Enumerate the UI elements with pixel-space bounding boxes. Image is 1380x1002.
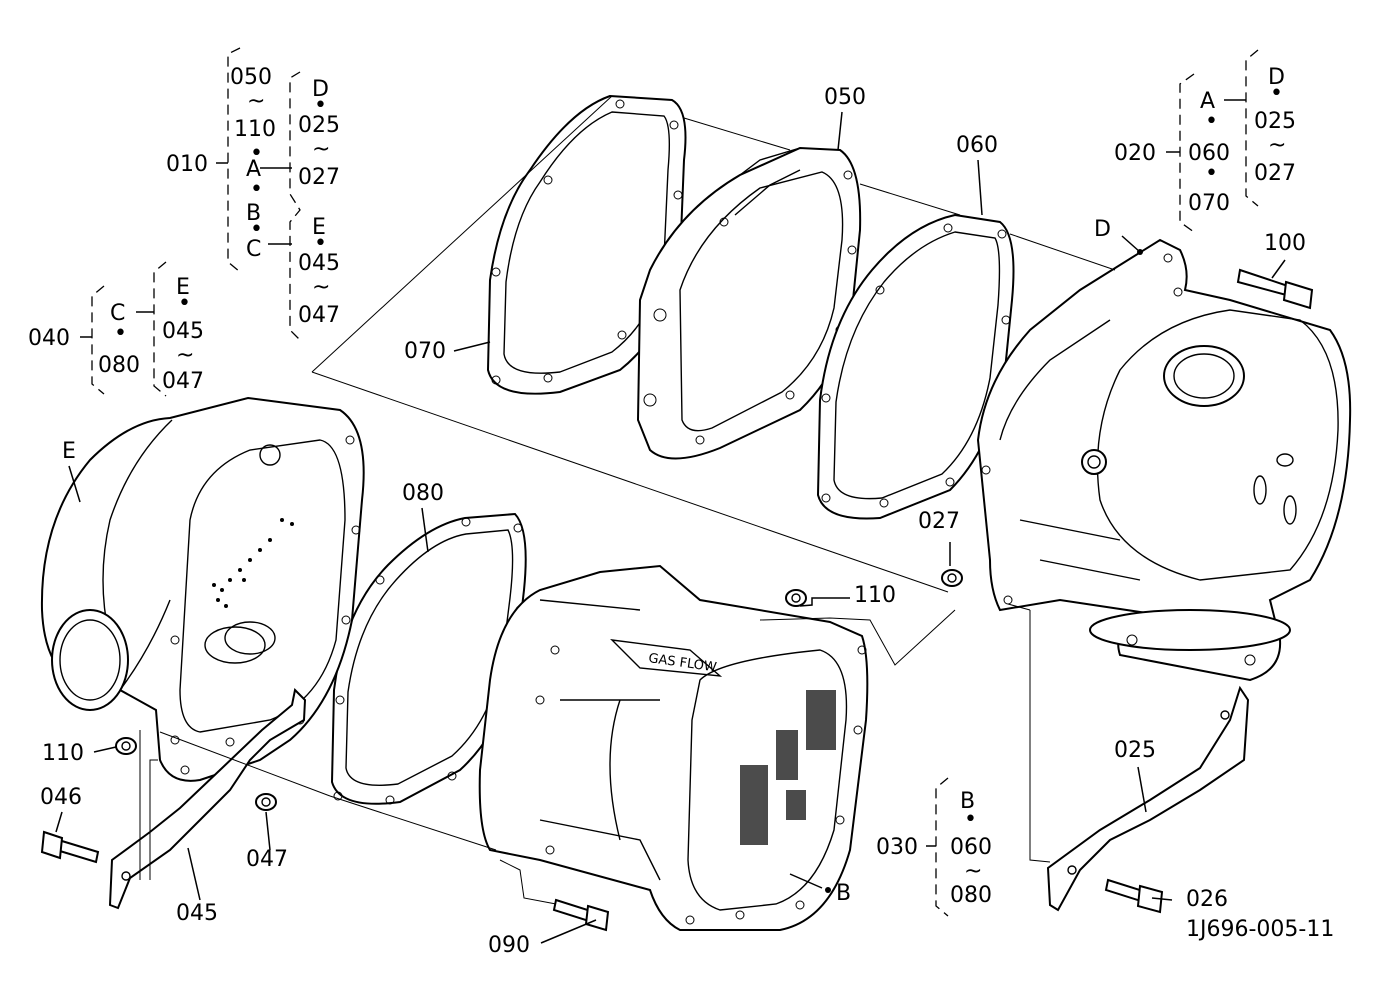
- callout-010-d-tilde: ~: [312, 137, 330, 162]
- callout-030-number: 030: [876, 835, 918, 860]
- callout-040-e-from: 045: [162, 319, 204, 344]
- callout-030-letter-b: B: [960, 789, 975, 814]
- callout-010-e-from: 045: [298, 251, 340, 276]
- callout-010-tilde: ~: [247, 89, 265, 114]
- nut-110-lower: [115, 737, 137, 755]
- callout-040-number: 040: [28, 326, 70, 351]
- callout-030-brackets: [926, 777, 949, 917]
- part-label-046: 046: [40, 785, 82, 810]
- callout-010-letter-c: C: [246, 237, 261, 262]
- callout-010-e-to: 047: [298, 303, 340, 328]
- callout-040-e-dot: •: [178, 291, 191, 316]
- callout-030-to: 080: [950, 883, 992, 908]
- bolt-100: [1236, 268, 1314, 310]
- nut-027: [941, 569, 963, 587]
- dpf-right-body-d: [976, 238, 1352, 682]
- callout-040-letter-c: C: [110, 301, 125, 326]
- callout-010-e-tilde: ~: [312, 275, 330, 300]
- callout-010-dot: •: [250, 141, 263, 166]
- callout-040-e-to: 047: [162, 369, 204, 394]
- gasket-070: [486, 94, 687, 395]
- part-label-080: 080: [402, 481, 444, 506]
- part-label-047: 047: [246, 847, 288, 872]
- flange-050: [636, 146, 862, 460]
- part-label-110-lower: 110: [42, 741, 84, 766]
- callout-040-e-tilde: ~: [176, 343, 194, 368]
- gasket-080: [330, 512, 527, 805]
- bracket-025: [1046, 685, 1250, 912]
- callout-020-item-1: 060: [1188, 141, 1230, 166]
- leader-lines: [55, 111, 1286, 944]
- part-label-060: 060: [956, 133, 998, 158]
- callout-020-letter-a: A: [1200, 89, 1215, 114]
- callout-020-d-letter: D: [1268, 65, 1285, 90]
- point-label-d: D: [1094, 217, 1111, 242]
- part-label-070: 070: [404, 339, 446, 364]
- nut-047: [255, 793, 277, 811]
- callout-040-brackets: [80, 261, 167, 397]
- callout-010-letter-b: B: [246, 201, 261, 226]
- callout-010-dot: •: [250, 177, 263, 202]
- point-label-e: E: [62, 439, 76, 464]
- callout-010-d-to: 027: [298, 165, 340, 190]
- part-label-025: 025: [1114, 738, 1156, 763]
- callout-010-number: 010: [166, 152, 208, 177]
- part-label-050: 050: [824, 85, 866, 110]
- callout-020-item-2: 070: [1188, 191, 1230, 216]
- callout-010-d-dot: •: [314, 93, 327, 118]
- callout-030-dot: •: [964, 807, 977, 832]
- drawing-code: 1J696-005-11: [1186, 917, 1334, 942]
- assembly-lines: [139, 95, 1116, 905]
- part-label-100: 100: [1264, 231, 1306, 256]
- callout-020-brackets: [1166, 49, 1259, 233]
- callout-010-e-dot: •: [314, 231, 327, 256]
- callout-010-dot: •: [250, 217, 263, 242]
- callout-010-e-letter: E: [312, 215, 326, 240]
- point-label-b: B: [836, 881, 851, 906]
- callout-010-letter-a: A: [246, 157, 261, 182]
- callout-020-dot: •: [1205, 109, 1218, 134]
- callout-010-d-letter: D: [312, 77, 329, 102]
- nut-110-upper: [785, 589, 807, 607]
- callout-010-range-top: 050: [230, 65, 272, 90]
- callout-010-brackets: [216, 47, 301, 341]
- callout-020-number: 020: [1114, 141, 1156, 166]
- callout-040-e-letter: E: [176, 275, 190, 300]
- part-label-110-upper: 110: [854, 583, 896, 608]
- callout-030-from: 060: [950, 835, 992, 860]
- bolt-046: [40, 830, 100, 864]
- callout-010-range-bottom: 110: [234, 117, 276, 142]
- callout-010-d-from: 025: [298, 113, 340, 138]
- housing-left-e: [40, 396, 365, 782]
- callout-020-d-to: 027: [1254, 161, 1296, 186]
- callout-020-d-tilde: ~: [1268, 133, 1286, 158]
- part-label-027: 027: [918, 509, 960, 534]
- part-label-045: 045: [176, 901, 218, 926]
- dpf-center-body: GAS FLOW: [478, 564, 869, 931]
- callout-020-d-dot: •: [1270, 81, 1283, 106]
- callout-020-dot: •: [1205, 161, 1218, 186]
- bolt-026: [1104, 878, 1164, 914]
- part-label-090: 090: [488, 933, 530, 958]
- callout-040-dot: •: [114, 321, 127, 346]
- callout-030-tilde: ~: [964, 859, 982, 884]
- bracket-045: [108, 687, 307, 910]
- callout-020-d-from: 025: [1254, 109, 1296, 134]
- part-label-026: 026: [1186, 887, 1228, 912]
- callout-040-item: 080: [98, 353, 140, 378]
